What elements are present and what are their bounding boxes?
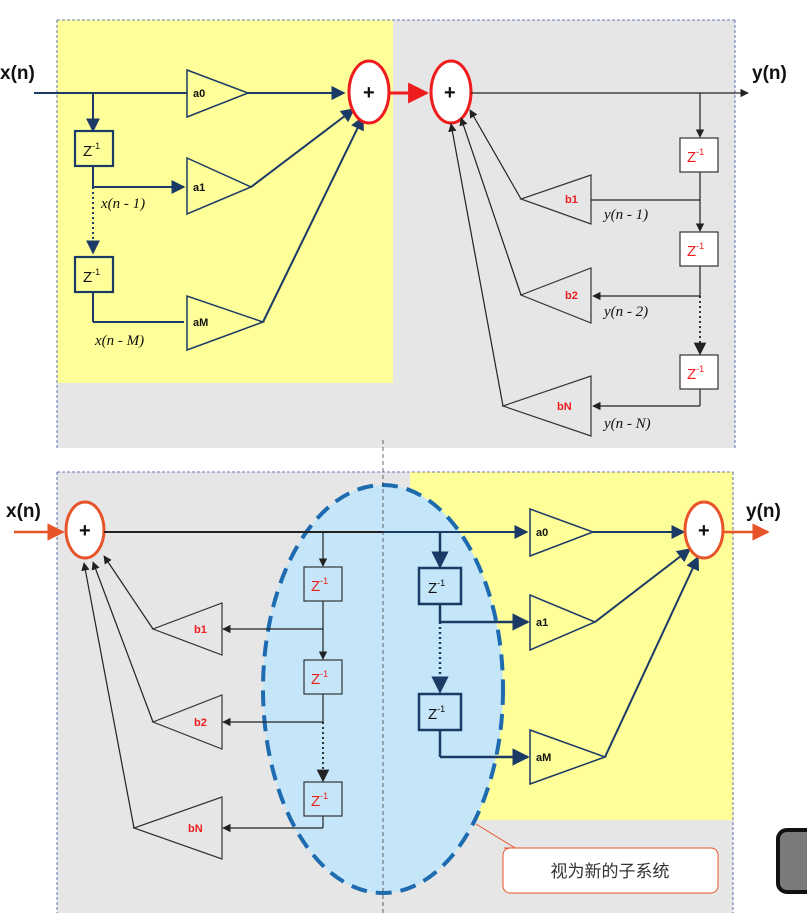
- svg-text:Z-1: Z-1: [311, 576, 328, 595]
- top-tap-label-yN: y(n - N): [602, 416, 651, 432]
- annotation-box: [502, 847, 719, 894]
- bottom-gain-bN: bN: [132, 796, 223, 860]
- bottom-gain-a1: a1: [529, 593, 597, 652]
- svg-text:Z-1: Z-1: [428, 704, 445, 723]
- svg-text:Z-1: Z-1: [311, 791, 328, 810]
- top-output-label: y(n): [752, 63, 787, 84]
- svg-text:Z-1: Z-1: [687, 241, 704, 260]
- svg-text:+: +: [444, 82, 456, 104]
- bottom-delay-xM: Z-1: [417, 692, 463, 732]
- bottom-delay-yN: Z-1: [303, 781, 343, 817]
- svg-text:a1: a1: [193, 182, 205, 194]
- top-tap-label-x1: x(n - 1): [100, 196, 145, 212]
- svg-text:Z-1: Z-1: [428, 578, 445, 597]
- bottom-adder-1: +: [64, 500, 106, 560]
- top-gain-a0: a0: [186, 68, 251, 119]
- top-delay-yN: Z-1: [679, 354, 719, 390]
- bottom-adder-2: +: [683, 500, 725, 560]
- bottom-output-label: y(n): [746, 501, 781, 522]
- top-gain-b1: b1: [519, 174, 592, 225]
- top-tap-label-y2: y(n - 2): [602, 304, 648, 320]
- svg-text:bN: bN: [188, 823, 203, 835]
- top-gain-a1: a1: [186, 156, 253, 216]
- svg-text:Z-1: Z-1: [311, 669, 328, 688]
- top-delay-xM: Z-1: [73, 255, 115, 294]
- top-aM-out: [262, 115, 364, 323]
- svg-text:a0: a0: [193, 88, 205, 100]
- bottom-diagram: x(n) y(n) + Z-1 Z-1 Z-1: [6, 440, 781, 913]
- top-tap-label-xM: x(n - M): [94, 333, 144, 349]
- svg-text:a1: a1: [536, 617, 548, 629]
- svg-text:b2: b2: [565, 290, 578, 302]
- bottom-delay-y1: Z-1: [303, 566, 343, 602]
- top-gain-bN: bN: [501, 375, 592, 437]
- bottom-gain-aM: aM: [529, 728, 608, 786]
- annotation-text: 视为新的子系统: [551, 862, 670, 882]
- bottom-a1-out: [594, 548, 692, 623]
- bottom-b2-out: [91, 561, 154, 723]
- edge-button[interactable]: [776, 828, 807, 894]
- bottom-gain-b2: b2: [151, 694, 223, 750]
- svg-text:b1: b1: [565, 194, 578, 206]
- bottom-input-label: x(n): [6, 501, 41, 522]
- top-tap-label-y1: y(n - 1): [602, 207, 648, 223]
- top-input-label: x(n): [0, 63, 35, 84]
- top-b2-out: [459, 117, 522, 296]
- svg-text:+: +: [79, 520, 91, 542]
- svg-text:aM: aM: [193, 317, 208, 329]
- bottom-gain-b1: b1: [151, 602, 223, 656]
- top-delay-y1: Z-1: [679, 137, 719, 173]
- svg-text:Z-1: Z-1: [83, 141, 100, 160]
- svg-text:+: +: [363, 82, 375, 104]
- top-adder-1: +: [347, 59, 391, 125]
- bottom-delay-y2: Z-1: [303, 659, 343, 695]
- bottom-b1-out: [103, 555, 154, 630]
- bottom-gain-a0: a0: [529, 507, 596, 558]
- top-diagram: x(n) y(n) Z-1 Z-1 a0 a1 aM: [0, 19, 787, 448]
- svg-text:Z-1: Z-1: [83, 267, 100, 286]
- svg-text:bN: bN: [557, 401, 572, 413]
- svg-text:b1: b1: [194, 624, 207, 636]
- svg-text:Z-1: Z-1: [687, 147, 704, 166]
- svg-text:Z-1: Z-1: [687, 364, 704, 383]
- bottom-aM-out: [604, 555, 700, 758]
- svg-text:a0: a0: [536, 527, 548, 539]
- bottom-bN-out: [81, 562, 135, 829]
- svg-text:aM: aM: [536, 752, 551, 764]
- svg-text:+: +: [698, 520, 710, 542]
- top-delay-x1: Z-1: [73, 129, 115, 168]
- top-gain-aM: aM: [186, 294, 266, 352]
- top-a1-out: [250, 108, 356, 188]
- bottom-delay-x1: Z-1: [417, 566, 463, 606]
- top-bN-out: [448, 123, 504, 407]
- top-gain-b2: b2: [519, 267, 592, 324]
- svg-text:b2: b2: [194, 717, 207, 729]
- top-delay-y2: Z-1: [679, 231, 719, 267]
- top-b1-out: [469, 109, 522, 200]
- top-adder-2: +: [429, 59, 473, 125]
